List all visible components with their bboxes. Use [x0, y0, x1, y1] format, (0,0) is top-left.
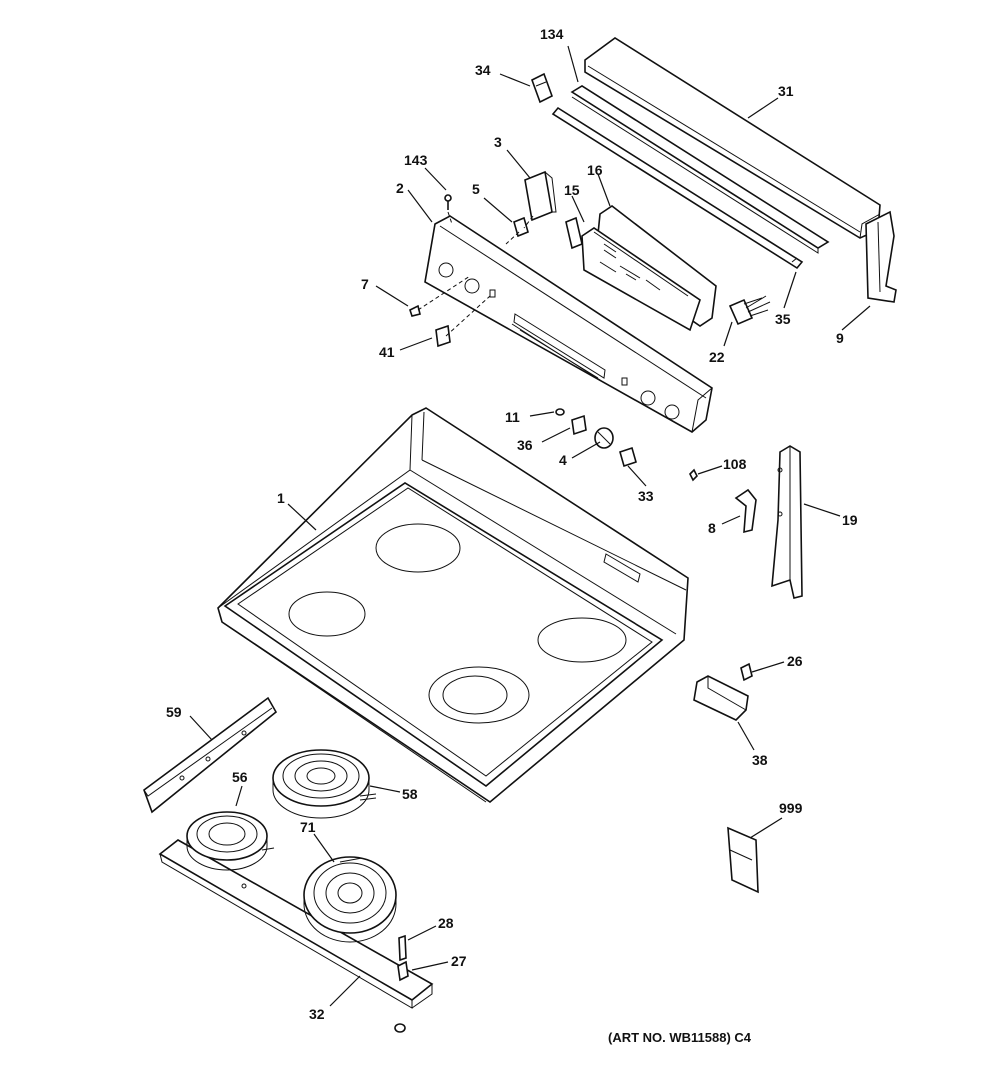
part-41-switch: [435, 324, 451, 348]
part-4-knob: [594, 427, 614, 449]
callout-59: 59: [166, 704, 182, 720]
leader-lines: [189, 45, 871, 1007]
part-35-lamp: [551, 106, 804, 270]
callout-108: 108: [723, 456, 747, 472]
callout-28: 28: [438, 915, 454, 931]
callout-36: 36: [517, 437, 533, 453]
callout-26: 26: [787, 653, 803, 669]
callout-41: 41: [379, 344, 395, 360]
part-999-literature: [727, 826, 759, 894]
callout-16: 16: [587, 162, 603, 178]
callout-19: 19: [842, 512, 858, 528]
part-108-screw: [689, 468, 698, 482]
callout-11: 11: [505, 409, 520, 425]
part-1-cooktop: [217, 407, 689, 803]
callout-35: 35: [775, 311, 791, 327]
part-31-trim: [584, 37, 881, 239]
part-27-nut: [394, 960, 409, 1033]
part-33-switch: [619, 446, 637, 468]
callout-38: 38: [752, 752, 768, 768]
callout-32: 32: [309, 1006, 325, 1022]
part-143-screw: [444, 194, 452, 210]
part-5-clip: [513, 216, 529, 238]
callout-5: 5: [472, 181, 480, 197]
part-19-side-bracket: [771, 445, 803, 599]
part-26-clip: [740, 662, 753, 682]
callout-15: 15: [564, 182, 580, 198]
callout-58: 58: [402, 786, 418, 802]
part-56-element: [186, 811, 275, 871]
callout-22: 22: [709, 349, 725, 365]
part-38-cover: [693, 675, 749, 721]
callout-4: 4: [559, 452, 567, 468]
callout-134: 134: [540, 26, 564, 42]
part-11-indicator: [555, 408, 565, 416]
callout-31: 31: [778, 83, 794, 99]
part-9-endcap: [865, 210, 897, 303]
callout-3: 3: [494, 134, 502, 150]
part-2-control-panel: [424, 215, 713, 433]
part-58-element: [272, 749, 377, 819]
part-3-switch: [524, 170, 557, 222]
part-16-electronic-control: [581, 205, 717, 332]
part-34-bracket: [531, 72, 553, 104]
part-71-element: [303, 856, 397, 943]
part-134-strip: [570, 85, 830, 254]
callout-9: 9: [836, 330, 844, 346]
callout-143: 143: [404, 152, 428, 168]
callout-56: 56: [232, 769, 248, 785]
callout-8: 8: [708, 520, 716, 536]
part-15-piece: [565, 216, 583, 250]
callout-33: 33: [638, 488, 654, 504]
part-28-bolt: [398, 934, 407, 962]
art-number-caption: (ART NO. WB11588) C4: [608, 1030, 752, 1045]
callout-1: 1: [277, 490, 285, 506]
callout-999: 999: [779, 800, 803, 816]
part-7-screw: [409, 304, 421, 317]
part-32-plate: [158, 839, 434, 1009]
callout-27: 27: [451, 953, 467, 969]
callout-2: 2: [396, 180, 404, 196]
callout-71: 71: [300, 819, 316, 835]
part-22-connector: [728, 295, 771, 326]
callout-7: 7: [361, 276, 369, 292]
callout-34: 34: [475, 62, 491, 78]
part-59-rail: [143, 696, 278, 814]
part-36-switch: [571, 414, 587, 436]
part-8-hinge: [734, 488, 757, 534]
